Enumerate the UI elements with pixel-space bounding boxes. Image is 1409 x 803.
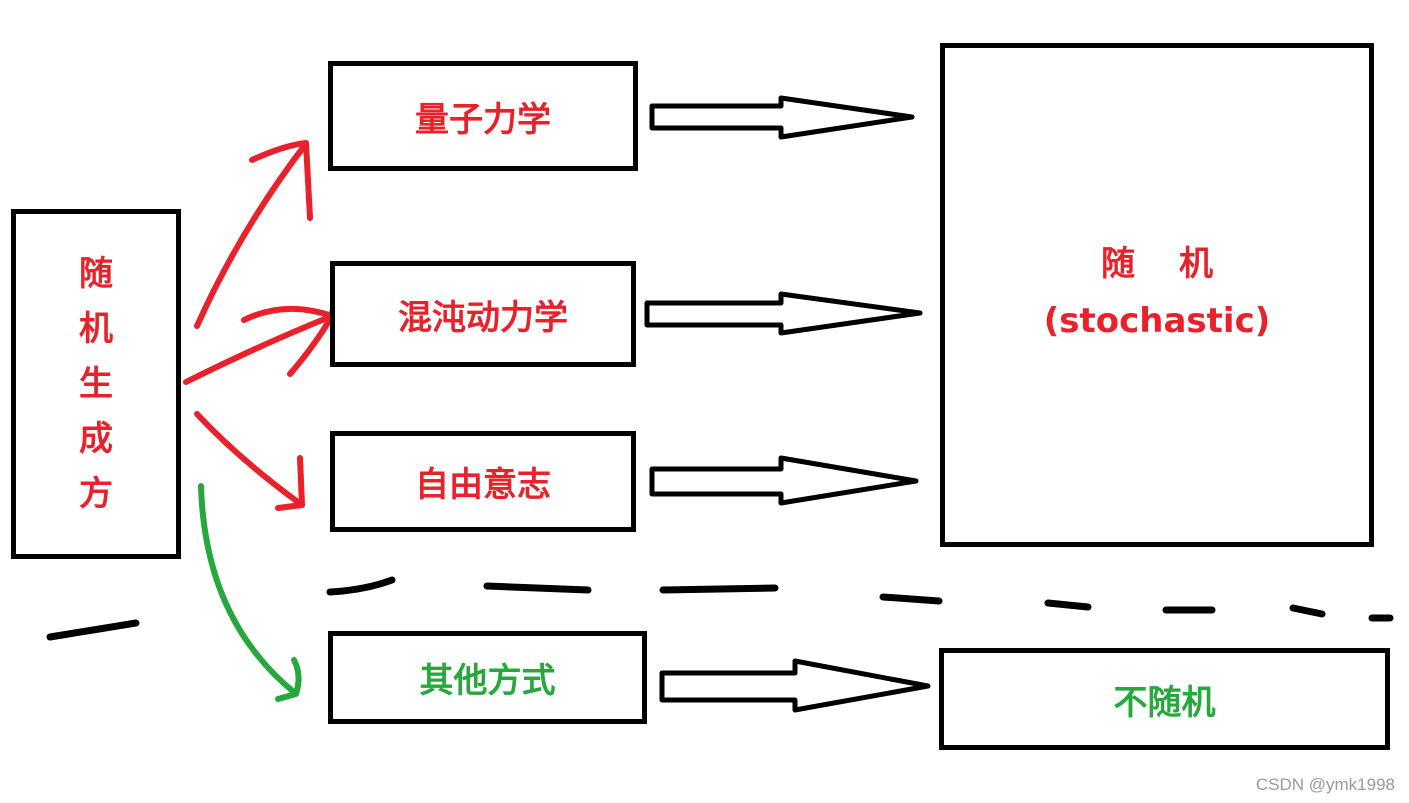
- watermark: CSDN @ymk1998: [1255, 775, 1395, 794]
- not-random-result-box: 不随机: [939, 648, 1390, 750]
- quantum-mechanics-label: 量子力学: [415, 99, 551, 140]
- source-char: 方: [79, 474, 113, 514]
- other-methods-label: 其他方式: [419, 661, 556, 701]
- free-will-label: 自由意志: [415, 465, 551, 505]
- chaos-dynamics-box: 混沌动力学: [330, 261, 636, 367]
- free-will-box: 自由意志: [330, 431, 636, 532]
- separator-dash: [46, 619, 140, 641]
- separator-dash: [1289, 604, 1326, 618]
- block-arrow: [649, 95, 915, 140]
- separator-dash: [483, 582, 592, 594]
- source-char: 成: [79, 419, 113, 459]
- source-char: 机: [79, 309, 113, 349]
- arrow-to-chaos: [183, 305, 335, 385]
- chaos-dynamics-label: 混沌动力学: [398, 297, 568, 338]
- random-title: 随机: [1101, 244, 1257, 284]
- block-arrow: [644, 291, 923, 336]
- separator-dash: [659, 584, 779, 594]
- source-box: 随 机 生 成 方: [11, 209, 181, 559]
- separator-dash: [879, 593, 943, 605]
- arrow-to-quantum: [194, 140, 313, 329]
- source-char: 生: [79, 364, 113, 404]
- random-result-box: 随机 (stochastic): [940, 43, 1374, 547]
- not-random-label: 不随机: [1113, 682, 1216, 723]
- separator-dash: [326, 576, 396, 596]
- other-methods-box: 其他方式: [328, 631, 647, 724]
- block-arrow: [659, 658, 931, 713]
- arrow-to-other: [198, 483, 302, 702]
- arrow-to-freewill: [194, 411, 305, 511]
- separator-dash: [1044, 599, 1092, 611]
- random-subtitle: (stochastic): [1043, 301, 1271, 341]
- block-arrow: [649, 455, 919, 506]
- quantum-mechanics-box: 量子力学: [328, 61, 638, 171]
- source-char: 随: [79, 254, 113, 294]
